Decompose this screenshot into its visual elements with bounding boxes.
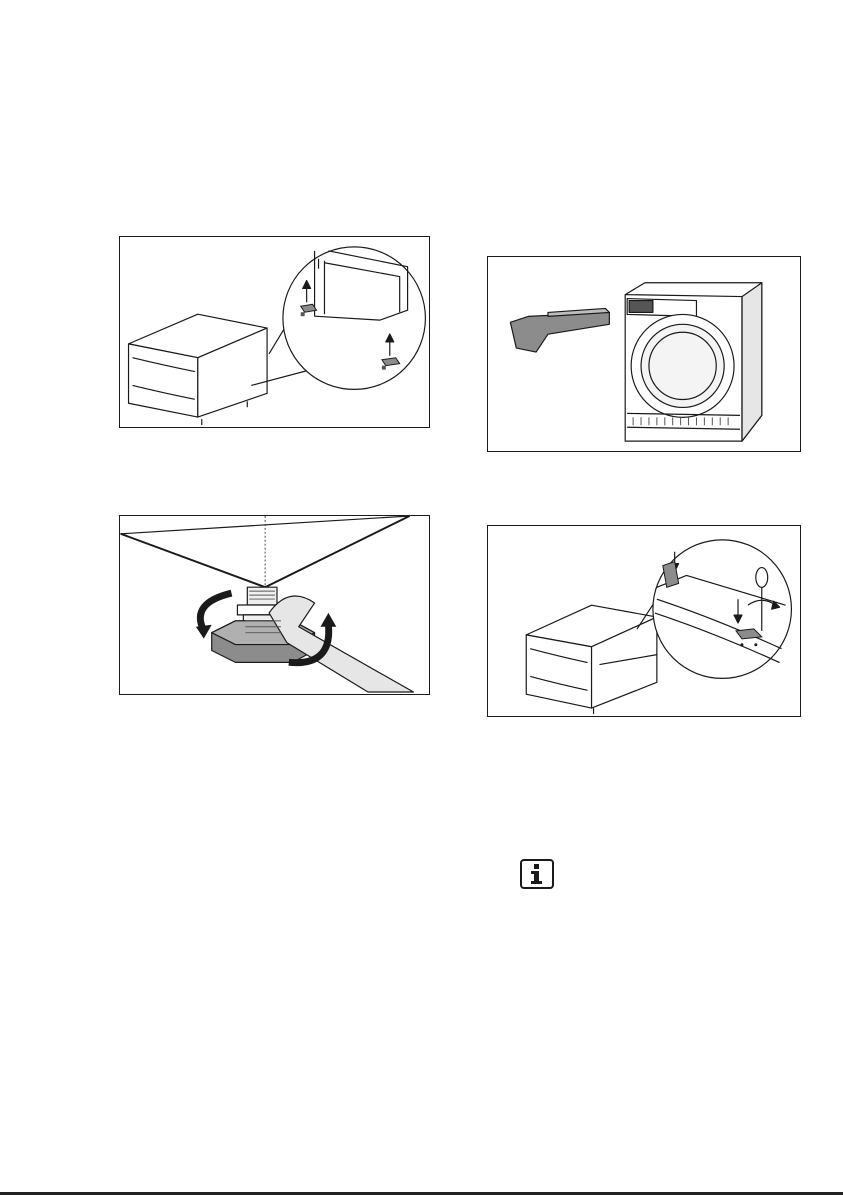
foot-adjust-illustration: [120, 516, 429, 694]
pedestal-bracket-illustration: [488, 526, 800, 716]
info-icon: [520, 859, 554, 889]
info-glyph: [530, 864, 544, 884]
figure-pedestal-bracket: [487, 525, 801, 717]
pedestal-feet-illustration: [120, 237, 429, 427]
dryer-drawer-illustration: [488, 257, 800, 451]
figure-dryer-drawer: [487, 256, 801, 452]
figure-pedestal-feet: [119, 236, 430, 428]
figure-foot-adjust: [119, 515, 430, 695]
